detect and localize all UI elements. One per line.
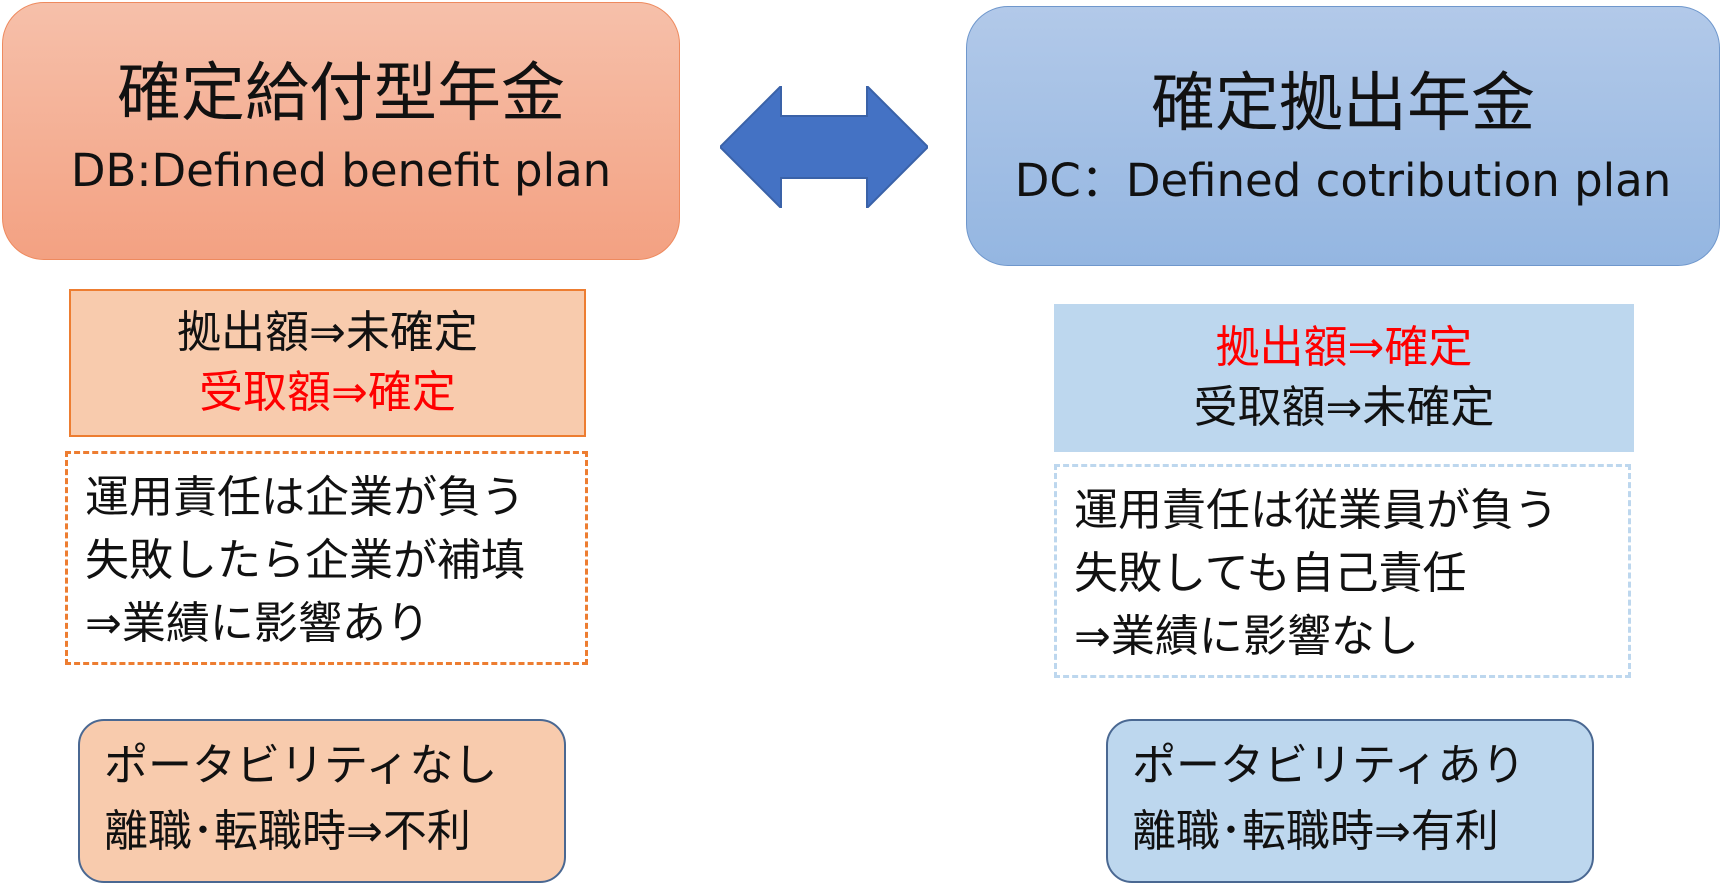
db-responsibility-line: ⇒業績に影響あり [85,598,430,649]
dc-portability-line: 離職･転職時⇒有利 [1132,806,1499,857]
dc-title-box: 確定拠出年金 DC：Defined cotribution plan [966,6,1720,266]
dc-responsibility-box: 運用責任は従業員が負う 失敗しても自己責任 ⇒業績に影響なし [1054,464,1631,678]
db-contribution-box: 拠出額⇒未確定 受取額⇒確定 [69,289,586,437]
db-responsibility-line: 運用責任は企業が負う [85,472,525,523]
db-responsibility-line: 失敗したら企業が補填 [85,535,525,586]
db-portability-line: 離職･転職時⇒不利 [104,806,471,857]
dc-responsibility-line: 運用責任は従業員が負う [1074,485,1558,536]
dc-responsibility-line: ⇒業績に影響なし [1074,611,1419,662]
dc-contribution-box: 拠出額⇒確定 受取額⇒未確定 [1054,304,1634,452]
db-title: 確定給付型年金 [117,57,565,131]
dc-benefit: 受取額⇒未確定 [1193,382,1495,433]
dc-portability-box: ポータビリティあり 離職･転職時⇒有利 [1106,719,1594,883]
db-title-box: 確定給付型年金 DB:Defined benefit plan [2,2,680,260]
dc-portability-line: ポータビリティあり [1132,740,1526,791]
dc-responsibility-line: 失敗しても自己責任 [1074,548,1467,599]
db-responsibility-box: 運用責任は企業が負う 失敗したら企業が補填 ⇒業績に影響あり [65,451,588,665]
db-portability-line: ポータビリティなし [104,740,498,791]
dc-contribution: 拠出額⇒確定 [1215,322,1473,373]
dc-subtitle: DC：Defined cotribution plan [1014,154,1672,207]
double-headed-arrow-icon [720,86,928,208]
db-subtitle: DB:Defined benefit plan [70,144,612,197]
dc-title: 確定拠出年金 [1151,67,1535,141]
db-benefit: 受取額⇒確定 [199,367,456,418]
db-contribution: 拠出額⇒未確定 [177,307,478,358]
db-portability-box: ポータビリティなし 離職･転職時⇒不利 [78,719,566,883]
